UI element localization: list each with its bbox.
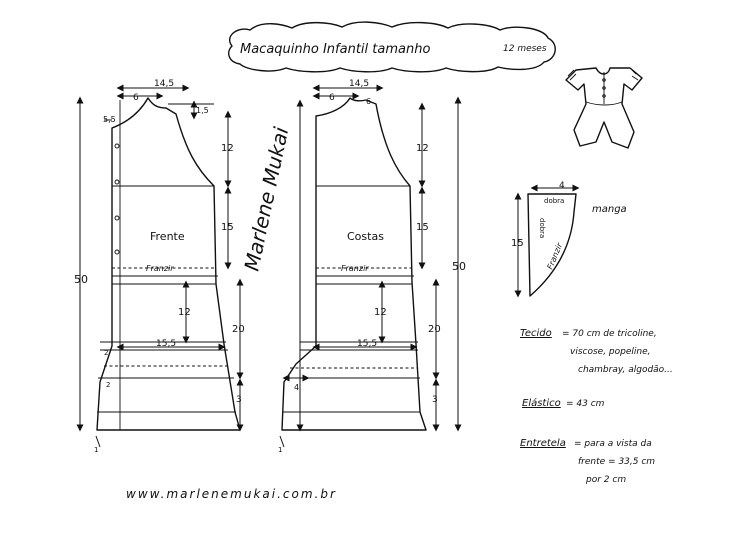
- materials-list: Tecido = 70 cm de tricoline, viscose, po…: [520, 328, 673, 485]
- front-edge: 1: [94, 446, 98, 454]
- front-crotch-width: 15,5: [156, 339, 176, 349]
- back-crotch-width: 15,5: [357, 339, 377, 349]
- sleeve-label: manga: [592, 204, 627, 215]
- front-rise: 20: [232, 324, 245, 335]
- front-piece: [76, 84, 244, 432]
- back-bodice: 15: [416, 222, 429, 233]
- signature: Marlene Mukai: [239, 125, 293, 273]
- front-neck-width: 6: [133, 93, 139, 103]
- title-cloud: [228, 21, 556, 73]
- front-leg-in: 2: [106, 381, 110, 389]
- title-size: 12 meses: [503, 44, 547, 54]
- back-neck-depth: 6: [366, 97, 371, 106]
- total-length-back: 50: [452, 260, 466, 273]
- front-shoulder: 5,5: [103, 115, 116, 124]
- total-length-front: 50: [74, 273, 88, 286]
- front-seat: 12: [178, 307, 191, 318]
- material-interfacing-text: = para a vista da frente = 33,5 cm por 2…: [574, 439, 658, 485]
- material-fabric-label: Tecido: [520, 328, 552, 339]
- back-seat: 12: [374, 307, 387, 318]
- front-width-top: 14,5: [154, 79, 174, 89]
- sleeve-fold-top: dobra: [544, 197, 564, 205]
- title-text: Macaquinho Infantil tamanho: [240, 42, 430, 57]
- back-gather: Franzir: [341, 264, 369, 273]
- back-hem: 3: [432, 395, 438, 405]
- sleeve-piece: [514, 184, 580, 298]
- back-label: Costas: [347, 230, 384, 243]
- material-elastic-label: Elástico: [522, 397, 561, 409]
- front-label: Frente: [150, 230, 185, 243]
- front-arm: 12: [221, 143, 234, 154]
- front-bodice: 15: [221, 222, 234, 233]
- material-elastic-text: = 43 cm: [566, 399, 605, 409]
- front-gather: Franzir: [146, 264, 174, 273]
- front-outline: [96, 97, 241, 431]
- romper-sketch: [565, 67, 643, 149]
- sleeve-height: 15: [511, 238, 524, 249]
- front-hem: 3: [236, 395, 242, 405]
- website: www.marlenemukai.com.br: [126, 487, 337, 501]
- front-leg-ext: 2: [104, 349, 108, 357]
- back-edge: 1: [278, 446, 282, 454]
- back-crotch-ext: 4: [294, 383, 299, 392]
- back-neck-width: 6: [329, 93, 335, 103]
- sleeve-outline: [527, 193, 577, 297]
- sleeve-fold-side: dobra: [538, 218, 546, 238]
- sleeve-top: 4: [559, 181, 565, 191]
- back-arm: 12: [416, 143, 429, 154]
- back-width-top: 14,5: [349, 79, 369, 89]
- back-piece: [281, 84, 462, 432]
- back-rise: 20: [428, 324, 441, 335]
- material-fabric-text: = 70 cm de tricoline, viscose, popeline,…: [562, 329, 673, 375]
- front-neck-depth: 1,5: [196, 106, 209, 115]
- material-interfacing-label: Entretela: [520, 438, 566, 449]
